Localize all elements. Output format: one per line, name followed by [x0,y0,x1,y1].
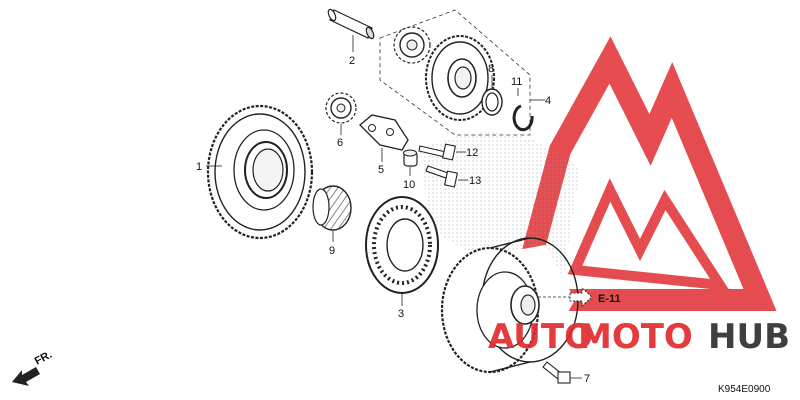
callout-8: 8 [488,63,494,75]
small-gear-part [325,92,357,124]
bolt-12-part [418,143,456,161]
reference-label: E-11 [598,293,621,305]
callout-6: 6 [337,137,343,149]
clutch-outer-part [440,237,579,375]
pin-part [327,8,375,40]
callout-10: 10 [403,179,415,191]
callout-9: 9 [329,245,335,257]
dowel-part [403,149,418,167]
callout-11: 11 [511,76,522,88]
one-way-clutch-part [365,196,439,294]
plate-part [359,114,409,151]
needle-bearing-part [312,185,352,231]
callout-13: 13 [469,175,481,187]
watermark-part2: MOTO [578,317,693,357]
watermark-text: AUTO MOTO HUB [488,317,790,357]
leader-lines [206,35,582,379]
group-outline [379,9,531,136]
callout-1: 1 [196,161,202,173]
diagram-code: K954E0900 [718,384,771,395]
bolt-7-part [542,361,571,384]
callout-4: 4 [545,95,551,107]
front-arrow-icon [12,367,40,386]
watermark-part3: HUB [708,317,790,357]
reference-arrow-icon [538,286,593,308]
snap-ring-part [512,104,534,132]
washer-part [481,88,503,116]
large-gear-part [206,104,314,240]
bolt-13-part [425,165,458,188]
callout-3: 3 [398,308,404,320]
callout-7: 7 [584,373,590,385]
callout-5: 5 [378,164,384,176]
front-direction-label: FR. [33,349,54,368]
callout-12: 12 [466,147,478,159]
idle-gear-part [393,26,495,121]
watermark-part1: AUTO [488,317,593,357]
callout-2: 2 [349,55,355,67]
